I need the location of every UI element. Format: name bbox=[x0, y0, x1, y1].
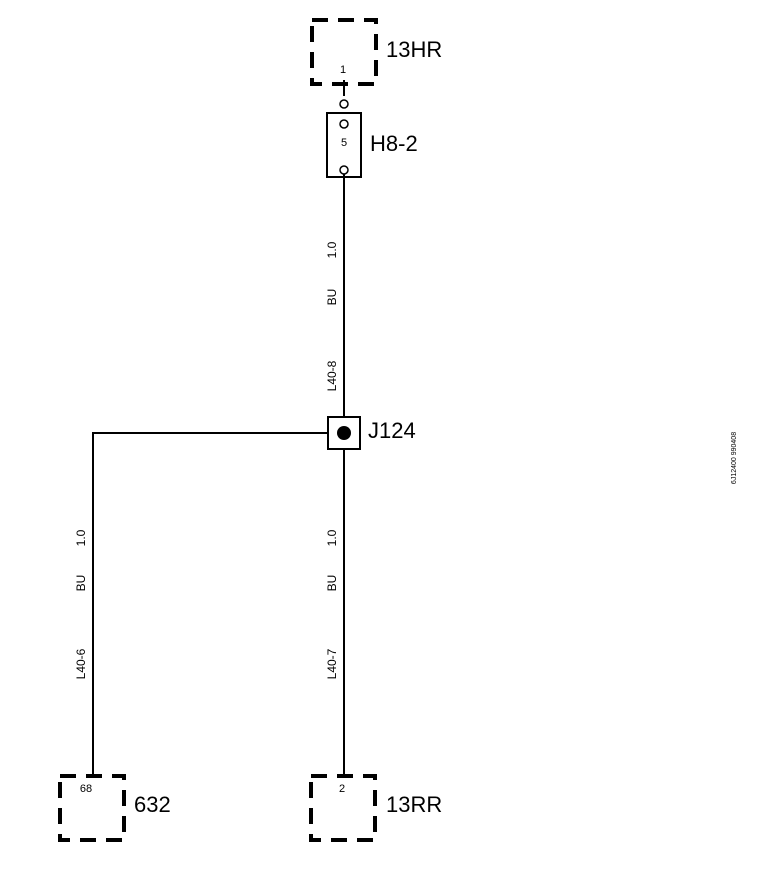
connector-13hr-pin: 1 bbox=[340, 64, 346, 76]
wire-l40-8-id: L40-8 bbox=[325, 360, 339, 391]
connector-632-pin: 68 bbox=[80, 783, 92, 795]
wire-l40-6-id: L40-6 bbox=[74, 648, 88, 679]
connector-13hr: 1 13HR bbox=[310, 18, 442, 86]
connector-13rr: 2 13RR bbox=[309, 774, 442, 842]
wire-l40-8-size: 1.0 bbox=[325, 241, 339, 258]
connector-13rr-pin: 2 bbox=[339, 783, 345, 795]
wire-l40-7-size: 1.0 bbox=[325, 529, 339, 546]
junction-label: J124 bbox=[368, 418, 416, 443]
drawing-id: 6J12400 990408 bbox=[731, 432, 738, 484]
wire-l40-6 bbox=[92, 432, 328, 778]
connector-632: 68 632 bbox=[58, 774, 171, 842]
wire-l40-6-color: BU bbox=[74, 575, 88, 592]
fuse-terminal-in bbox=[339, 119, 349, 129]
fuse-label: H8-2 bbox=[370, 131, 418, 156]
fuse-terminal-top bbox=[339, 99, 349, 109]
wire-l40-8-color: BU bbox=[325, 289, 339, 306]
wire-l40-7-id: L40-7 bbox=[325, 648, 339, 679]
junction-dot bbox=[337, 426, 351, 440]
wire-l40-6-size: 1.0 bbox=[74, 529, 88, 546]
connector-632-label: 632 bbox=[134, 792, 171, 817]
junction-j124: J124 bbox=[327, 416, 416, 450]
wire-l40-7-color: BU bbox=[325, 575, 339, 592]
fuse-number: 5 bbox=[341, 137, 347, 149]
connector-13hr-label: 13HR bbox=[386, 37, 442, 62]
connector-13rr-label: 13RR bbox=[386, 792, 442, 817]
fuse-h8-2: 5 H8-2 bbox=[326, 112, 418, 178]
fuse-terminal-out bbox=[339, 165, 349, 175]
